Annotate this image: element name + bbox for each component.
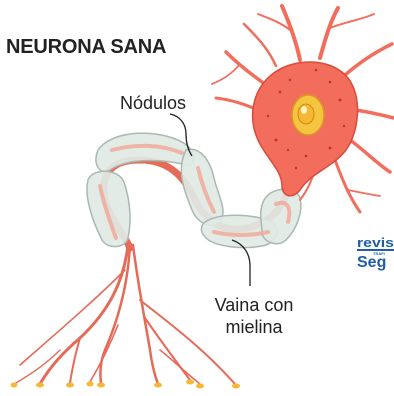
terminal-buttons [11,380,241,389]
nodes-label: Nódulos [120,92,186,114]
sheath-label-line-1: Vaina con [196,294,312,316]
diagram-title: NEURONA SANA [6,36,166,59]
svg-text:TRAFI: TRAFI [373,251,385,256]
svg-text:Seg: Seg [357,254,386,271]
svg-text:revis: revis [357,235,394,250]
sheath-label-line-2: mielina [196,316,312,338]
nucleus [292,95,324,135]
publisher-logo: revis Seg TRAFI [357,233,394,271]
sheath-label: Vaina con mielina [196,294,312,338]
